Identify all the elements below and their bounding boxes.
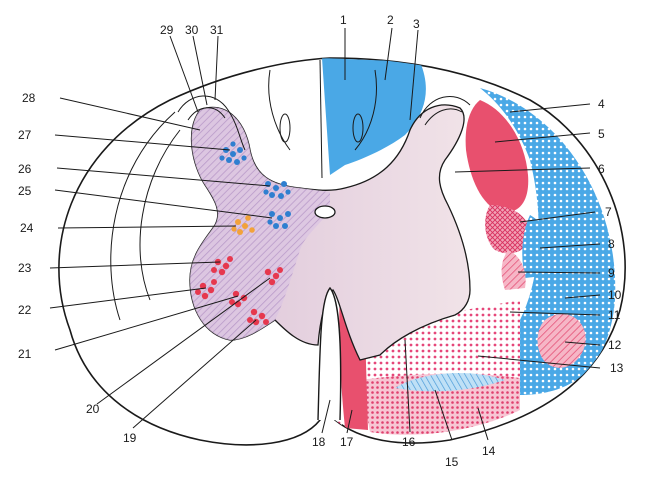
fasciculus-blue-region (322, 58, 426, 175)
pink-tract-9 (501, 250, 526, 290)
dorsal-median-septum (319, 59, 323, 179)
blue-nucleus-upper (219, 141, 247, 165)
label-30: 30 (185, 23, 199, 37)
red-nucleus-right (264, 267, 283, 286)
blue-nucleus-lower (267, 211, 291, 229)
left-dorsal-horn-cap-outer (177, 95, 246, 151)
ventral-blue-hatched-region (395, 373, 505, 392)
label-26: 26 (18, 162, 32, 176)
dorsal-fasciculus-division-right (354, 69, 377, 151)
label-7: 7 (605, 205, 612, 219)
right-dorsal-horn-cap-outer (419, 96, 471, 119)
label-21: 21 (18, 347, 32, 361)
label-19: 19 (123, 431, 137, 445)
label-31: 31 (210, 23, 224, 37)
left-fasciculus-oval (279, 113, 291, 143)
red-nucleus-center (229, 290, 248, 308)
label-25: 25 (18, 184, 32, 198)
label-13: 13 (610, 361, 624, 375)
red-lateral-tract (465, 100, 529, 213)
label-16: 16 (402, 435, 416, 449)
label-24: 24 (20, 221, 34, 235)
label-9: 9 (608, 266, 615, 280)
orange-nucleus (231, 215, 255, 235)
blue-nucleus-middle (263, 181, 291, 199)
label-2: 2 (387, 13, 394, 27)
label-1: 1 (340, 13, 347, 27)
red-nucleus-bottom (247, 308, 269, 326)
label-6: 6 (598, 162, 605, 176)
label-14: 14 (482, 444, 496, 458)
central-canal (314, 205, 336, 219)
number-labels: 1 2 3 4 5 6 7 8 9 10 11 12 13 14 15 16 1… (18, 13, 624, 469)
label-22: 22 (18, 303, 32, 317)
right-dorsal-horn-cap-inner (424, 108, 463, 126)
blue-dotted-small-tract (522, 215, 555, 278)
label-18: 18 (312, 435, 326, 449)
label-27: 27 (18, 128, 32, 142)
lateral-pink-oval-12 (537, 314, 586, 368)
label-8: 8 (608, 237, 615, 251)
label-10: 10 (608, 288, 622, 302)
left-white-outer-contour (110, 111, 176, 321)
label-3: 3 (413, 17, 420, 31)
label-17: 17 (340, 435, 354, 449)
label-28: 28 (22, 91, 36, 105)
label-23: 23 (18, 261, 32, 275)
left-dorsal-horn-cap-inner (187, 107, 226, 121)
label-15: 15 (445, 455, 459, 469)
label-29: 29 (160, 23, 174, 37)
label-5: 5 (598, 127, 605, 141)
leader-lines (49, 27, 601, 441)
red-nucleus-left-lower (195, 279, 217, 300)
left-gray-matter-hatched (190, 107, 330, 340)
red-hatched-tract (485, 205, 530, 254)
right-fasciculus-oval (352, 113, 364, 143)
label-12: 12 (608, 338, 622, 352)
label-4: 4 (598, 97, 605, 111)
left-white-inner-contour (139, 129, 181, 301)
label-11: 11 (608, 308, 621, 322)
anterior-median-fissure (317, 286, 342, 421)
dorsal-fasciculus-division-left (268, 69, 291, 151)
label-20: 20 (86, 402, 100, 416)
